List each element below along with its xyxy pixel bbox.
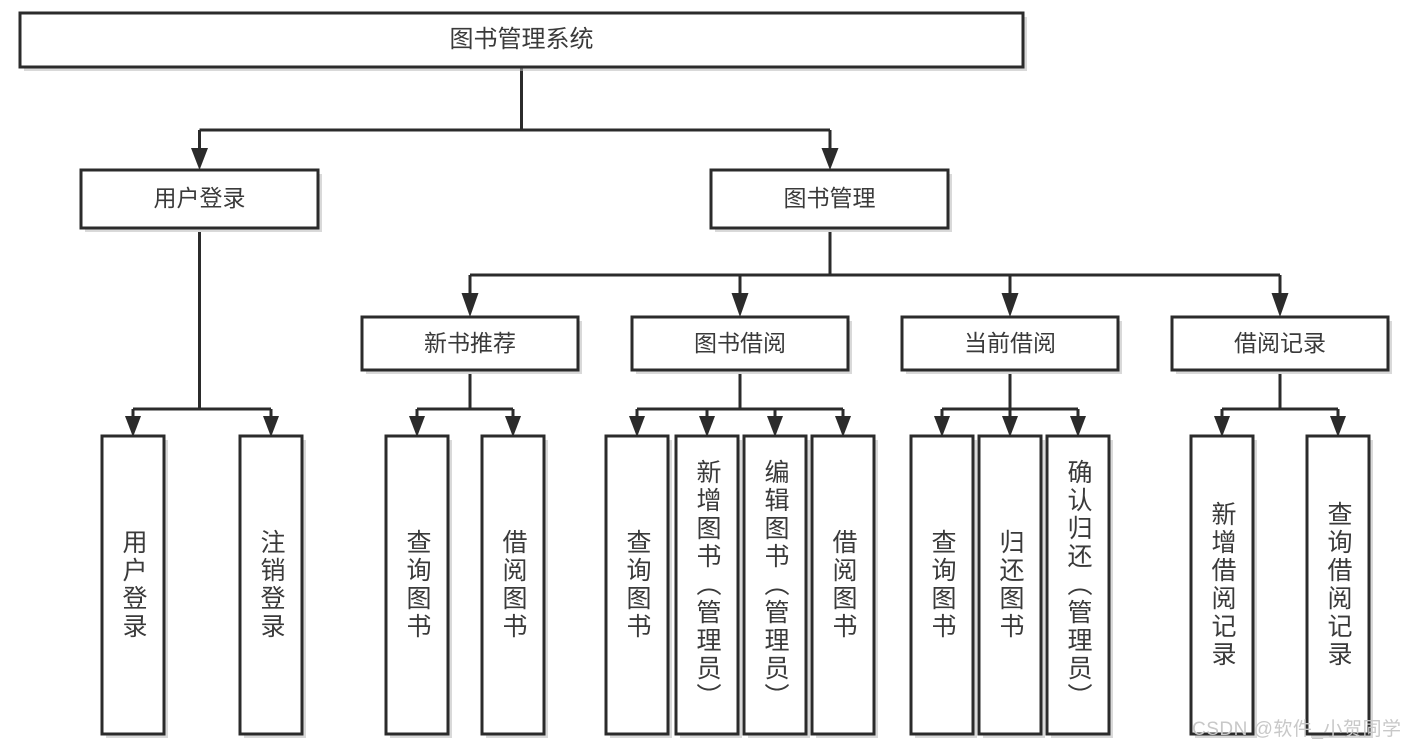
leaf-boxes [100,434,1373,738]
book-manage-node-box[interactable] [709,168,950,230]
connector-group-user-login [125,232,279,437]
arrow-head-leaf-logout [263,416,279,437]
leaf-box-query-record[interactable] [1305,434,1371,736]
root-node-box[interactable] [18,11,1025,69]
connector-group-book-borrow [629,374,851,437]
arrow-head-leaf-confirm-return [1070,416,1086,437]
arrow-head-user-login [191,148,208,170]
arrow-head-borrow-record [1271,293,1289,317]
arrow-head-leaf-return-book [1002,416,1018,437]
leaf-box-query-book-2[interactable] [604,434,670,736]
arrow-head-current-borrow [1001,293,1019,317]
arrow-head-leaf-add-record [1214,416,1230,437]
leaf-box-logout[interactable] [238,434,304,736]
borrow-record-node-box[interactable] [1170,315,1390,372]
leaf-box-query-book-1[interactable] [384,434,450,736]
arrow-head-leaf-query-book-2 [629,416,645,437]
leaf-box-add-book[interactable] [674,434,740,736]
leaf-box-borrow-book-2[interactable] [810,434,876,736]
current-borrow-node-box[interactable] [900,315,1120,372]
arrow-head-leaf-borrow-book-1 [505,416,521,437]
arrow-head-leaf-edit-book [767,416,783,437]
arrow-head-leaf-user-login [125,416,141,437]
connector-group-current-borrow [934,374,1086,437]
arrow-head-leaf-query-book-3 [934,416,950,437]
leaf-box-edit-book[interactable] [742,434,808,736]
user-login-node-box[interactable] [79,168,320,230]
leaf-box-add-record[interactable] [1189,434,1255,736]
connector-group-root [191,67,839,170]
arrow-head-leaf-borrow-book-2 [835,416,851,437]
new-book-recommend-node-box[interactable] [360,315,580,372]
connector-group-book-manage [461,232,1289,317]
leaf-box-confirm-return[interactable] [1045,434,1111,736]
leaf-box-borrow-book-1[interactable] [480,434,546,736]
watermark-text: CSDN @软件_小贺同学 [1192,719,1402,740]
leaf-box-return-book[interactable] [977,434,1043,736]
arrow-head-leaf-query-book-1 [409,416,425,437]
book-borrow-node-box[interactable] [630,315,850,372]
leaf-box-user-login[interactable] [100,434,166,736]
arrow-head-leaf-add-book [699,416,715,437]
arrow-head-book-borrow [731,293,749,317]
connector-group-new-book-recommend [409,374,521,437]
arrow-head-leaf-query-record [1330,416,1346,437]
arrow-head-book-manage [821,148,839,170]
leaf-box-query-book-3[interactable] [909,434,975,736]
connector-group-borrow-record [1214,374,1346,437]
arrow-head-new-book-recommend [461,293,479,317]
